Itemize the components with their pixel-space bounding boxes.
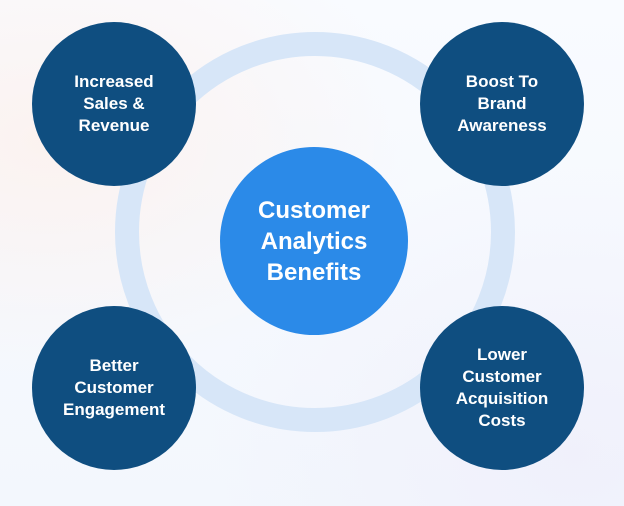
benefit-label: Boost To Brand Awareness [457,72,547,135]
benefit-node-customer-engagement: Better Customer Engagement [32,306,196,470]
benefit-label: Better Customer Engagement [62,356,166,419]
benefit-node-sales-revenue: Increased Sales & Revenue [32,22,196,186]
benefit-node-acquisition-costs: Lower Customer Acquisition Costs [420,306,584,470]
benefit-label: Increased Sales & Revenue [74,72,154,135]
center-node-label: Customer Analytics Benefits [257,196,371,286]
center-node: Customer Analytics Benefits [220,147,408,335]
benefit-node-brand-awareness: Boost To Brand Awareness [420,22,584,186]
benefit-label: Lower Customer Acquisition Costs [455,345,549,430]
